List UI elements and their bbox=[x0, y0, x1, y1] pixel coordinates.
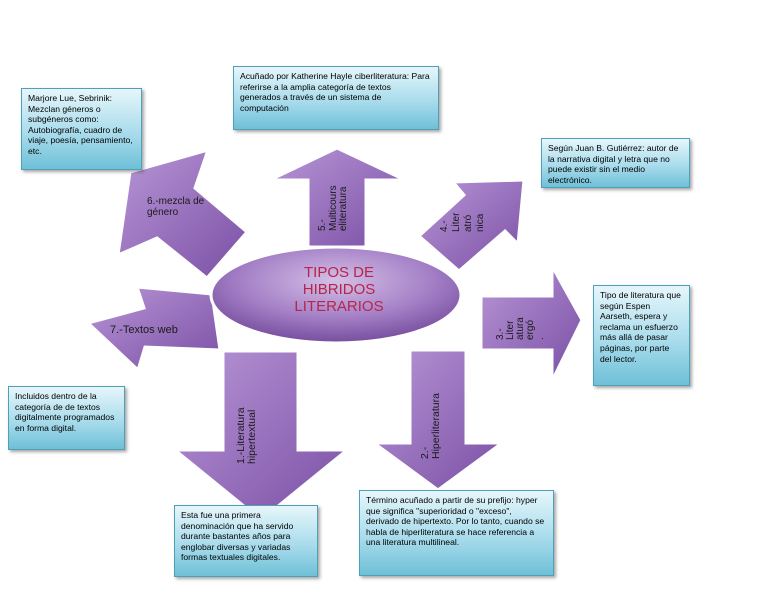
box-1-description: Esta fue una primera denominación que ha… bbox=[174, 505, 318, 577]
arrow-5-shape bbox=[269, 146, 406, 249]
arrow-3-shape bbox=[479, 260, 584, 382]
arrow-2-label: 2.- Hiperliteratura bbox=[419, 393, 442, 459]
arrow-5-label: 5.- Multicours eliteratura bbox=[317, 185, 349, 231]
arrow-6-shape bbox=[116, 147, 250, 281]
arrow-1-shape bbox=[170, 349, 352, 522]
arrow-7-label: 7.-Textos web bbox=[110, 324, 178, 336]
arrow-6-label: 6.-mezcla de género bbox=[147, 196, 205, 218]
arrow-7-shape bbox=[85, 285, 222, 373]
box-7-description: Incluidos dentro de la categoría de de t… bbox=[8, 386, 125, 450]
center-ellipse bbox=[209, 245, 463, 345]
arrow-1-label: 1.-Literatura hipertextual bbox=[235, 407, 258, 464]
arrow-4-shape bbox=[416, 178, 526, 273]
center-title: TIPOS DE HIBRIDOS LITERARIOS bbox=[294, 264, 384, 315]
box-3-description: Tipo de literatura que según Espen Aarse… bbox=[593, 285, 690, 386]
arrow-3-label: 3.- Liter atura ergó . bbox=[495, 317, 546, 340]
arrow-4-label: 4.- Liter atró nica bbox=[439, 212, 486, 232]
arrow-2-shape bbox=[369, 348, 507, 492]
box-6-description: Marjore Lue, Sebrinik: Mezclan géneros o… bbox=[21, 88, 142, 170]
box-5-description: Acuñado por Katherine Hayle ciberliterat… bbox=[233, 66, 439, 130]
box-2-description: Término acuñado a partir de su prefijo: … bbox=[359, 490, 554, 576]
box-4-description: Según Juan B. Gutiérrez: autor de la nar… bbox=[541, 138, 690, 188]
